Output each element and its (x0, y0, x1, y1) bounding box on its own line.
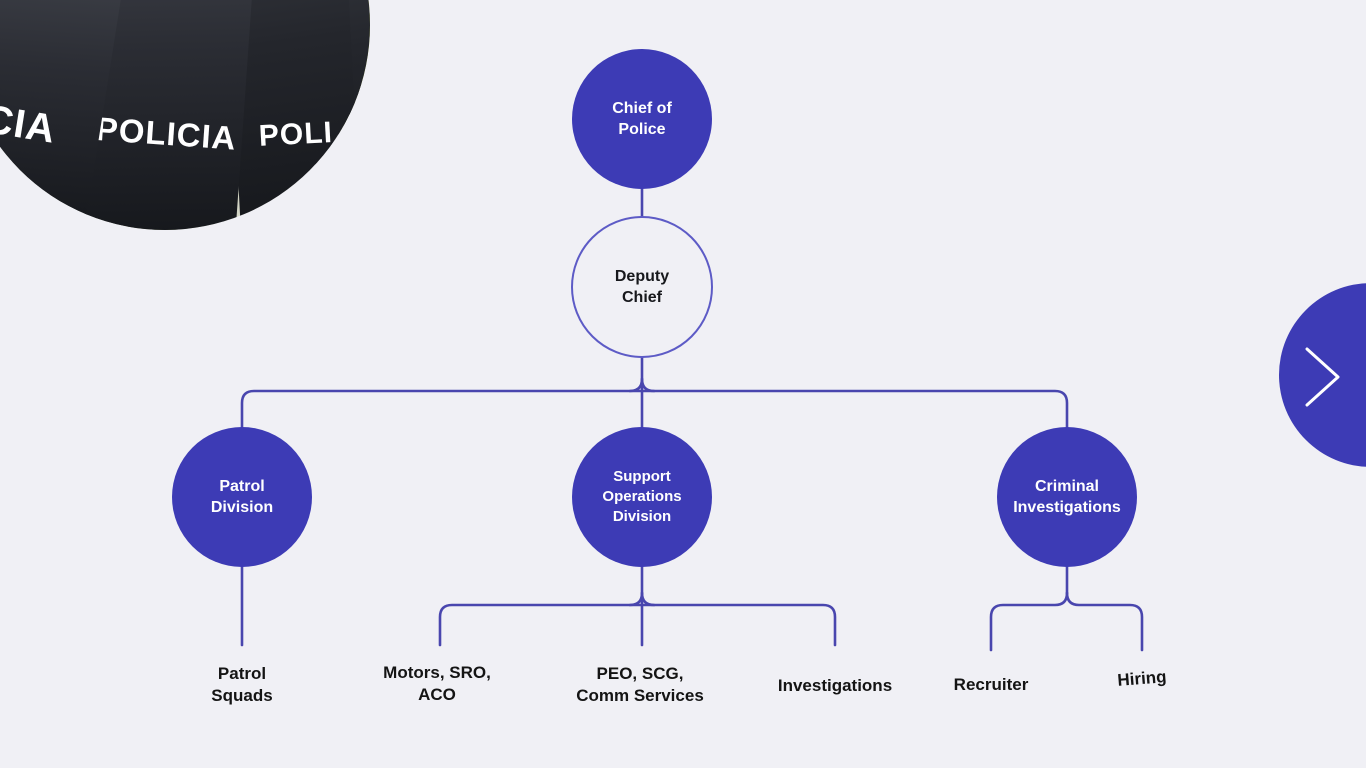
shield-label: POLI (258, 115, 334, 153)
leaf-label-recruiter: Recruiter (953, 675, 1029, 694)
leaf-label-peo-scg-comm-services: PEO, SCG, Comm Services (576, 664, 704, 705)
next-slide-button[interactable] (1279, 283, 1366, 467)
police-photo-circle: POLI POLI POLICIA ICIA (0, 0, 370, 230)
org-node-deputy-chief: Deputy Chief (571, 216, 713, 358)
org-node-chief-of-police: Chief of Police (572, 49, 712, 189)
shield-label: POLICIA (94, 109, 238, 157)
org-node-patrol-division: Patrol Division (172, 427, 312, 567)
chevron-right-icon (1305, 347, 1340, 407)
org-node-criminal-investigations: Criminal Investigations (997, 427, 1137, 567)
leaf-label-hiring: Hiring (1116, 667, 1168, 690)
leaf-label-patrol-squads: Patrol Squads (211, 664, 273, 705)
leaf-label-motors-sro-aco: Motors, SRO, ACO (383, 663, 491, 704)
org-node-support-operations-division: Support Operations Division (572, 427, 712, 567)
leaf-label-investigations: Investigations (777, 676, 893, 695)
shield-label: ICIA (0, 95, 60, 152)
